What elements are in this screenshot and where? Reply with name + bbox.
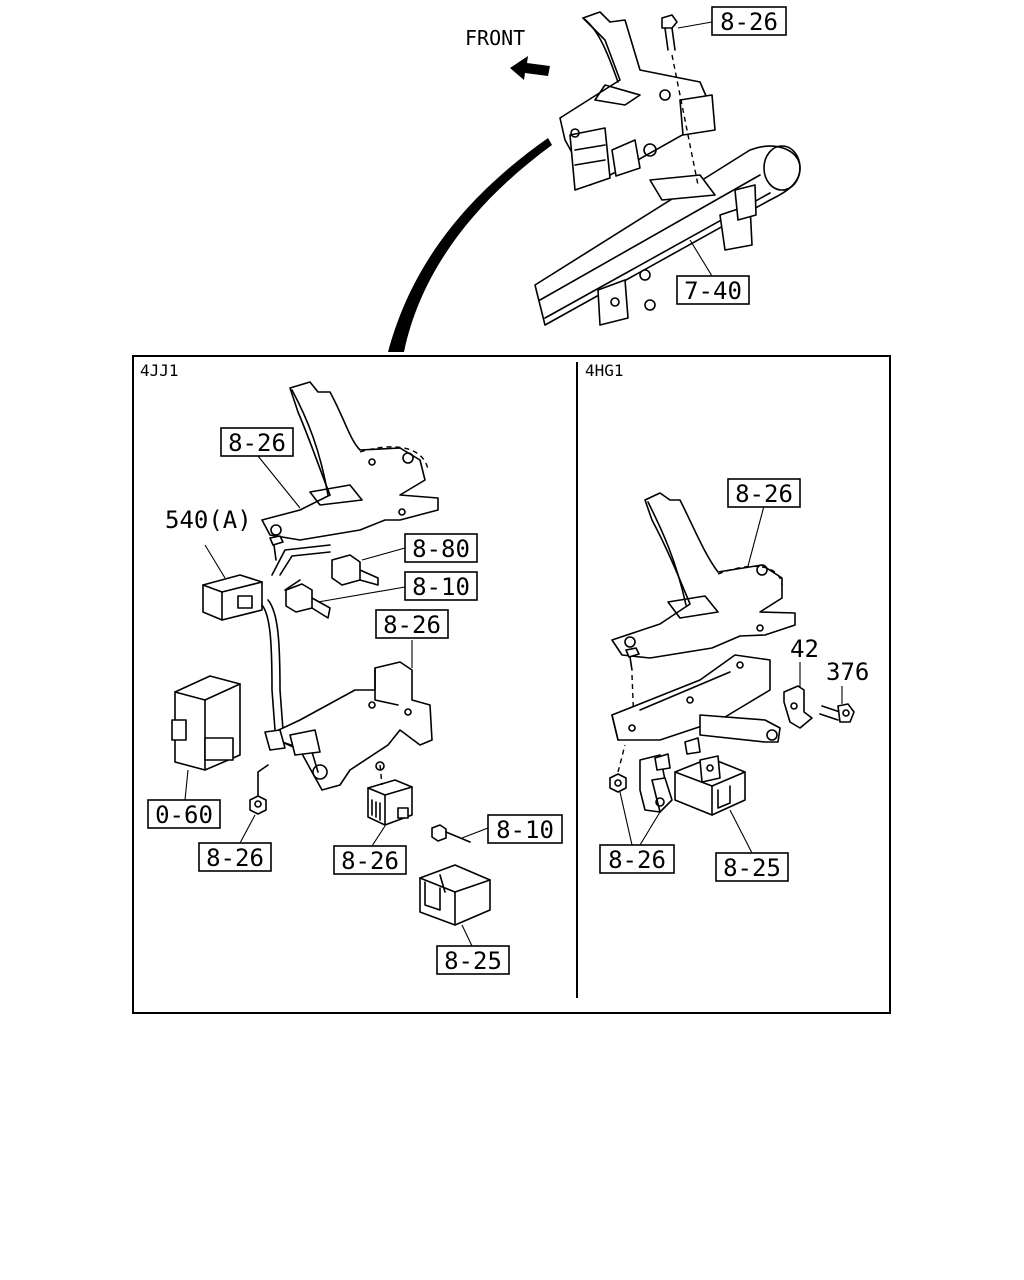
callout-box-left-module [147,799,221,829]
callout-box-left-relay [333,845,407,875]
callout-left-connector-b: 8-10 [412,573,470,601]
callout-box-left-connector-b [404,571,478,601]
callout-left-bracket: 8-26 [228,429,286,457]
detail-frame [132,355,891,1014]
section-4jj1: 8-26 540(A) 8-80 [147,381,563,975]
bolt-376 [819,703,855,723]
top-bracket [559,11,716,201]
screw-4hg1 [625,647,640,658]
callout-box-right-nuts [599,844,675,874]
callout-left-plug: 8-10 [496,816,554,844]
front-label: FRONT [465,26,525,50]
callout-top-bolt: 8-26 [720,8,778,36]
callout-right-clip: 42 [790,635,819,663]
relay-540a [202,574,263,621]
callout-box-left-nut [198,842,272,872]
crossmember-tube [534,145,801,326]
callout-right-bolt: 376 [826,658,869,686]
callout-box-left-cover [436,945,510,975]
callout-box-left-connector-a [404,533,478,563]
callout-left-nut: 8-26 [206,844,264,872]
callout-box-top-crossmember [676,275,750,305]
cover-8-25-right [674,755,746,816]
module-0-60 [171,675,241,771]
nut-4jj1 [249,764,269,815]
callout-left-module: 0-60 [155,801,213,829]
lower-bracket-4hg1 [611,654,781,813]
connector-8-10-upper [285,583,331,619]
callout-left-connector-a: 8-80 [412,535,470,563]
callout-box-left-plug [487,814,563,844]
callout-left-cover: 8-25 [444,947,502,975]
plug-8-10-lower [431,824,471,843]
callout-box-left-bracket [220,427,294,457]
connector-8-80 [331,554,379,586]
mid-bracket-4jj1 [264,661,433,791]
callout-left-mid-bracket: 8-26 [383,611,441,639]
detail-leader-arrow [388,138,552,352]
callout-box-left-mid-bracket [375,609,449,639]
top-assembly: FRONT [388,6,801,352]
section-label-4jj1: 4JJ1 [140,361,179,380]
upper-bracket-4jj1 [261,381,439,541]
callout-relay-540a: 540(A) [165,506,252,534]
front-arrow-icon [510,56,550,80]
nuts-4hg1 [609,744,627,793]
callout-right-nuts: 8-26 [608,846,666,874]
clip-42 [783,685,813,729]
callout-box-right-cover [715,852,789,882]
top-bolt [661,14,713,186]
callout-right-cover: 8-25 [723,854,781,882]
callout-box-right-bracket [727,478,801,508]
wire-harness-4jj1 [261,544,331,731]
cover-8-25-left [419,864,491,926]
relay-block-4jj1 [367,761,413,826]
callout-right-bracket: 8-26 [735,480,793,508]
callout-left-relay: 8-26 [341,847,399,875]
callout-top-crossmember: 7-40 [684,277,742,305]
screw-4jj1 [269,535,284,546]
section-label-4hg1: 4HG1 [585,361,624,380]
section-4hg1: 8-26 8-26 [599,478,869,882]
callout-box-top-bolt [711,6,787,36]
upper-bracket-4hg1 [611,492,796,659]
